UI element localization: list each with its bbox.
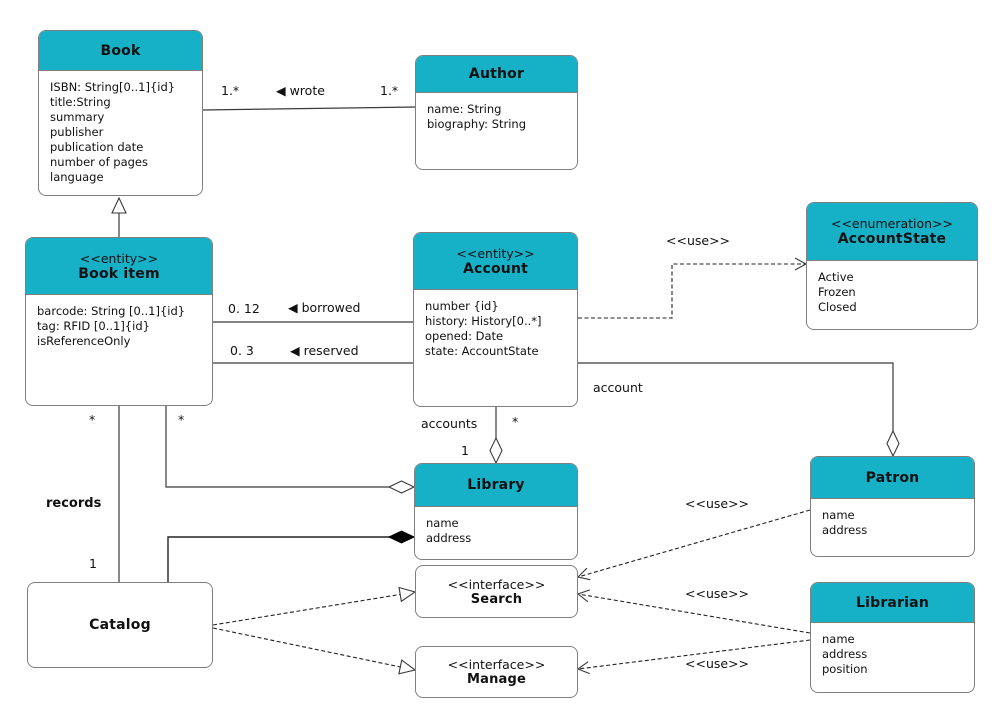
label-use-librarian-search: <<use>>	[685, 586, 750, 601]
label-bookitem-library-multiplicity: *	[178, 412, 185, 427]
class-library-name: Library	[467, 477, 525, 493]
label-use-account-state: <<use>>	[666, 233, 731, 248]
label-library-multiplicity: 1	[461, 443, 469, 458]
class-author-header: Author	[416, 56, 577, 93]
label-book-multiplicity: 1.*	[221, 83, 240, 98]
class-book-header: Book	[39, 31, 202, 71]
class-patron-name: Patron	[865, 469, 920, 486]
class-account-header: <<entity>> Account	[414, 233, 577, 290]
connector-book-author-association[interactable]	[202, 106, 416, 111]
interface-search-name: Search	[470, 591, 523, 607]
label-wrote: ◀ wrote	[276, 83, 325, 98]
class-account-state-header: <<enumeration>> AccountState	[807, 203, 977, 261]
connector-bookitem-library-aggregation[interactable]	[165, 405, 414, 487]
class-patron-header: Patron	[811, 457, 974, 499]
label-accounts-multiplicity: *	[512, 414, 519, 429]
connector-catalog-library-composition[interactable]	[167, 537, 414, 582]
class-catalog-name: Catalog	[89, 617, 151, 633]
class-account[interactable]: <<entity>> Account number {id}history: H…	[413, 232, 578, 407]
class-account-state-name: AccountState	[837, 231, 947, 247]
label-records-multiplicity-one: 1	[89, 556, 97, 571]
interface-manage-body: <<interface>> Manage	[416, 647, 577, 697]
class-book-item-header: <<entity>> Book item	[26, 238, 212, 295]
class-author-name: Author	[468, 66, 525, 82]
class-book-item-name: Book item	[78, 265, 160, 282]
interface-search-stereotype: <<interface>>	[447, 576, 546, 592]
label-reserved: ◀ reserved	[290, 343, 359, 358]
label-reserved-multiplicity: 0. 3	[230, 343, 254, 358]
label-borrowed: ◀ borrowed	[288, 300, 361, 315]
connector-account-accountstate-use[interactable]	[578, 257, 808, 319]
interface-search-body: <<interface>> Search	[416, 566, 577, 617]
class-catalog-body: Catalog	[28, 583, 212, 667]
interface-search[interactable]: <<interface>> Search	[415, 565, 578, 618]
class-book-name: Book	[100, 42, 141, 59]
label-author-multiplicity: 1.*	[380, 83, 399, 98]
class-book-item-attributes: barcode: String [0..1]{id}tag: RFID [0..…	[37, 304, 186, 348]
connector-patron-search-use[interactable]	[576, 509, 811, 581]
class-book-item-stereotype: <<entity>>	[79, 250, 159, 266]
connector-catalog-search-realization[interactable]	[212, 592, 415, 626]
interface-manage-stereotype: <<interface>>	[447, 657, 546, 672]
class-librarian-header: Librarian	[811, 583, 974, 623]
class-account-stereotype: <<entity>>	[456, 245, 535, 261]
label-accounts-role: accounts	[421, 416, 478, 431]
interface-manage-name: Manage	[466, 672, 527, 687]
class-account-name: Account	[462, 260, 529, 277]
class-account-state-stereotype: <<enumeration>>	[830, 216, 954, 231]
label-records-multiplicity-many: *	[89, 412, 96, 427]
label-borrowed-multiplicity: 0. 12	[228, 301, 260, 316]
connector-account-patron-aggregation[interactable]	[578, 362, 893, 456]
connector-librarian-search-use[interactable]	[576, 589, 811, 634]
connector-catalog-manage-realization[interactable]	[212, 627, 415, 670]
interface-manage[interactable]: <<interface>> Manage	[415, 646, 578, 698]
label-use-librarian-manage: <<use>>	[685, 656, 750, 671]
class-account-attributes: number {id}history: History[0..*]opened:…	[425, 299, 542, 358]
class-library-header: Library	[415, 464, 577, 507]
class-librarian-name: Librarian	[855, 594, 929, 611]
class-catalog[interactable]: Catalog	[27, 582, 213, 668]
class-book-item[interactable]: <<entity>> Book item barcode: String [0.…	[25, 237, 213, 406]
label-records: records	[46, 496, 102, 511]
label-account-role: account	[593, 380, 643, 395]
label-use-patron-search: <<use>>	[685, 496, 750, 511]
